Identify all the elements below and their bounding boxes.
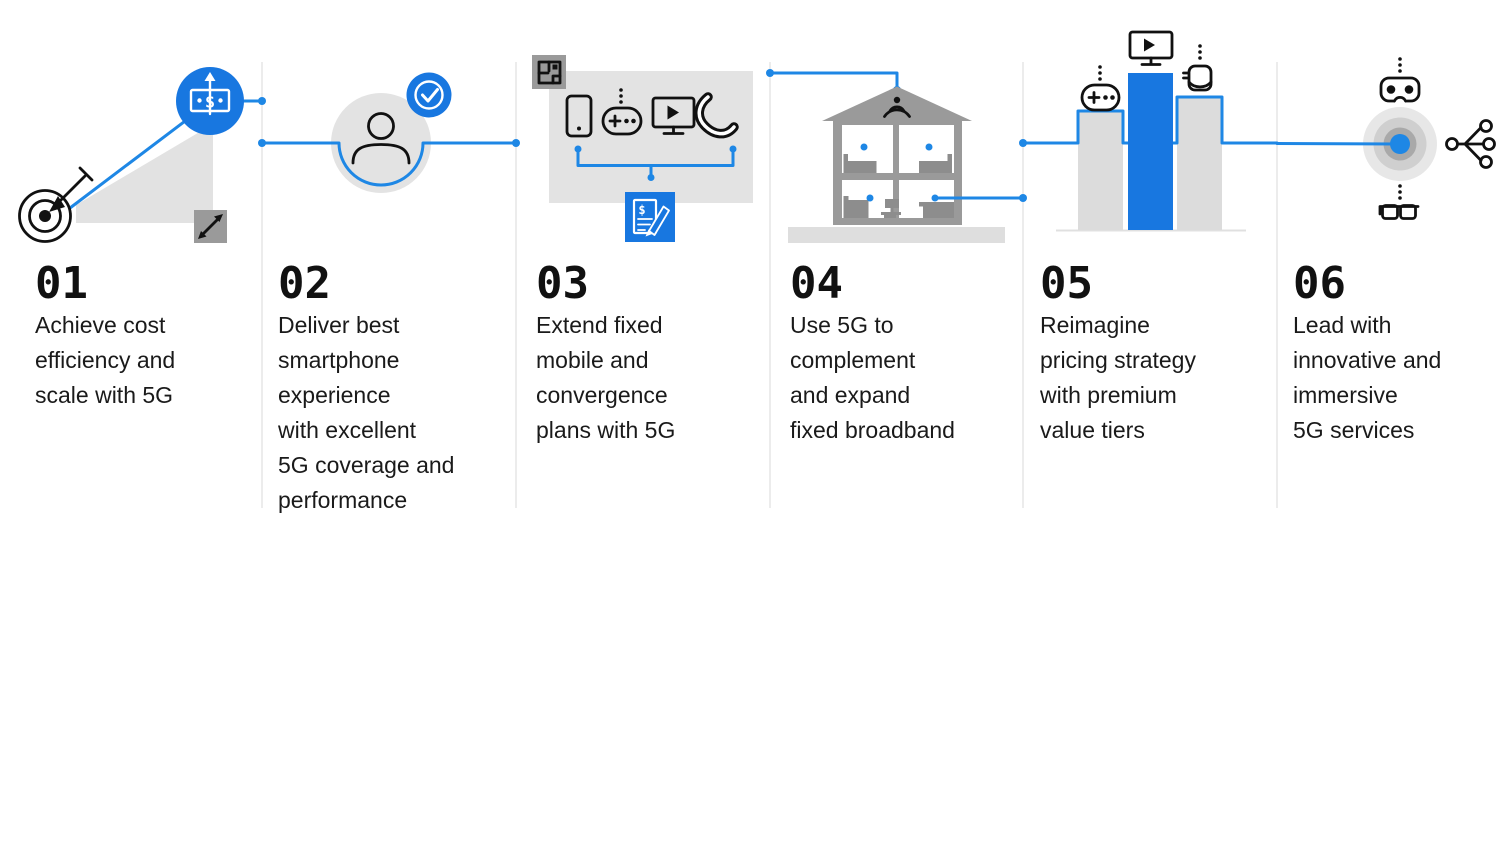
game-controller-icon bbox=[1080, 65, 1121, 112]
vr-headset-side-icon bbox=[1182, 44, 1213, 92]
step-text: Deliver best smartphone experience with … bbox=[278, 312, 455, 513]
phone-handset-icon bbox=[694, 92, 739, 139]
step-column-06: 06 Lead with innovative and immersive 5G… bbox=[1293, 262, 1498, 448]
step-column-01: 01 Achieve cost efficiency and scale wit… bbox=[35, 262, 285, 413]
dartboard-arrow-icon bbox=[18, 166, 94, 243]
step-column-03: 03 Extend fixed mobile and convergence p… bbox=[536, 262, 786, 448]
bill-signing-icon: $ bbox=[625, 192, 675, 242]
step-text: Use 5G to complement and expand fixed br… bbox=[790, 312, 955, 443]
step-number: 04 bbox=[790, 258, 843, 309]
tv-play-icon bbox=[1128, 30, 1174, 66]
house-cross-section-icon bbox=[822, 86, 972, 225]
check-badge-icon bbox=[406, 72, 452, 118]
step-number: 03 bbox=[536, 258, 589, 309]
column-dividers bbox=[261, 62, 1278, 508]
step-text: Achieve cost efficiency and scale with 5… bbox=[35, 312, 176, 408]
step-column-04: 04 Use 5G to complement and expand fixed… bbox=[790, 262, 1040, 448]
wifi-signal-icon bbox=[883, 96, 911, 118]
step-number: 06 bbox=[1293, 258, 1346, 309]
step4-home-illustration bbox=[766, 69, 1027, 243]
step3-convergence-illustration: $ bbox=[532, 55, 753, 242]
step-number: 05 bbox=[1040, 258, 1093, 309]
step-number: 02 bbox=[278, 258, 331, 309]
step1-growth-illustration: $ bbox=[18, 67, 266, 243]
step6-immersive-illustration bbox=[1275, 57, 1496, 220]
step-text: Reimagine pricing strategy with premium … bbox=[1040, 312, 1196, 443]
dollar-glyph: $ bbox=[205, 93, 215, 113]
user-icon bbox=[351, 112, 411, 165]
game-controller-icon bbox=[601, 88, 643, 136]
network-share-icon bbox=[1445, 119, 1496, 169]
step-number: 01 bbox=[35, 258, 88, 309]
money-growth-icon: $ bbox=[176, 67, 244, 135]
step-column-02: 02 Deliver best smartphone experience wi… bbox=[278, 262, 528, 518]
tier-bars-icon bbox=[1019, 73, 1279, 230]
step-text: Extend fixed mobile and convergence plan… bbox=[536, 312, 676, 443]
tv-play-icon bbox=[651, 96, 696, 135]
step2-customer-illustration bbox=[258, 72, 520, 193]
expand-arrows-icon bbox=[194, 210, 227, 243]
ar-glasses-icon bbox=[1378, 184, 1420, 220]
step-text: Lead with innovative and immersive 5G se… bbox=[1293, 312, 1442, 443]
furniture bbox=[843, 154, 954, 218]
floorplan-icon bbox=[532, 55, 566, 89]
step-column-05: 05 Reimagine pricing strategy with premi… bbox=[1040, 262, 1290, 448]
dollar-glyph: $ bbox=[638, 203, 645, 217]
step5-pricing-illustration bbox=[1019, 30, 1279, 232]
smartphone-icon bbox=[565, 94, 593, 138]
vr-headset-icon bbox=[1379, 57, 1421, 103]
